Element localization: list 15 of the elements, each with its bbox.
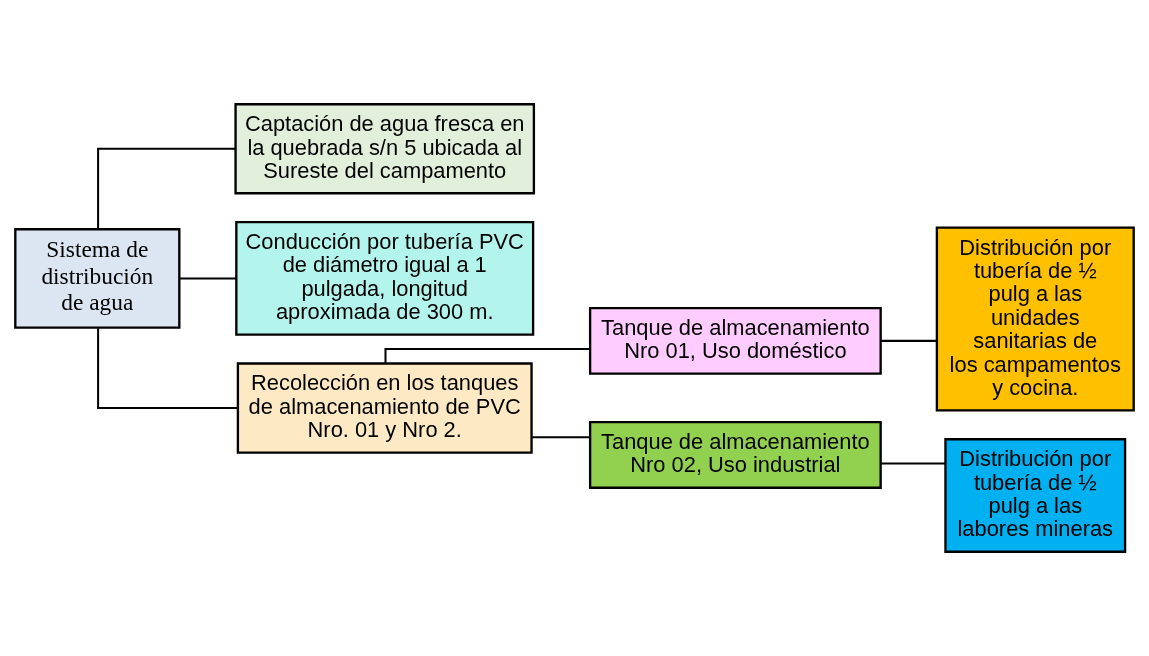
node-box: Tanque de almacenamiento Nro 02, Uso industrial xyxy=(588,420,882,489)
connector xyxy=(880,339,937,342)
node-box: Captación de agua fresca en la quebrada s/n 5 ubicada al Sureste del campamento xyxy=(234,103,536,195)
node-box: Tanque de almacenamiento Nro 01, Uso doméstico xyxy=(588,306,882,375)
node-box: Distribución por tubería de ½ pulg a las unidades sanitarias de los campamentos y cocina. xyxy=(935,226,1135,412)
node-box: Sistema de distribución de agua xyxy=(14,228,181,329)
connector xyxy=(384,348,591,364)
node-box: Conducción por tubería PVC de diámetro igual a 1 pulgada, longitud aproximada de 300 m. xyxy=(235,221,535,336)
connector xyxy=(880,462,946,465)
node-box: Distribución por tubería de ½ pulg a las labores mineras xyxy=(944,438,1127,553)
connector xyxy=(531,436,590,439)
connector xyxy=(179,277,237,280)
node-box: Recolección en los tanques de almacenamiento de PVC Nro. 01 y Nro 2. xyxy=(236,362,533,454)
connector xyxy=(97,147,236,229)
connector xyxy=(97,328,238,410)
